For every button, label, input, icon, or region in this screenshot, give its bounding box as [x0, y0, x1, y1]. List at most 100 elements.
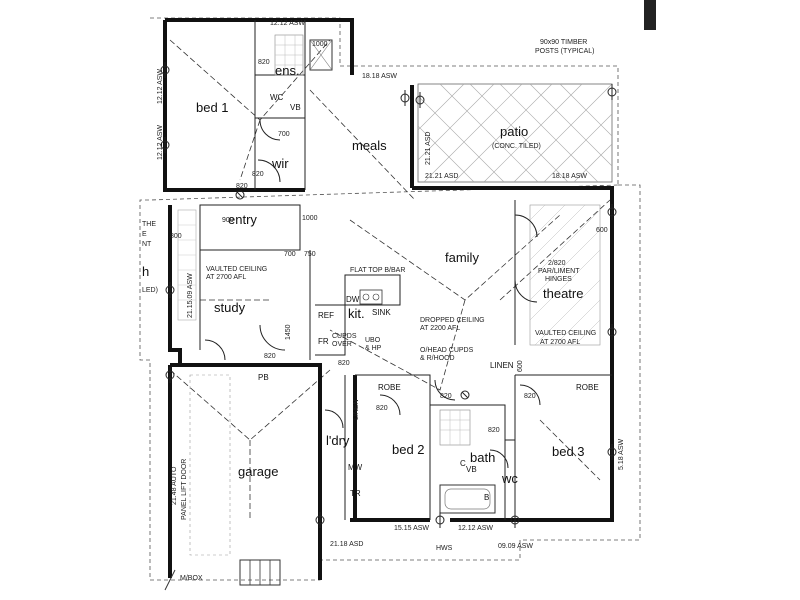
- note-garage-door-2: PANEL LIFT DOOR: [181, 459, 188, 520]
- note-study-ceiling-2: AT 2700 AFL: [206, 274, 246, 281]
- door-ldry: 820: [338, 360, 350, 367]
- note-side-e: E: [142, 231, 147, 238]
- door-ens: 820: [258, 59, 270, 66]
- note-side-nt: NT: [142, 241, 152, 248]
- door-bed3: 820: [524, 393, 536, 400]
- room-label-bath: bath: [470, 450, 495, 465]
- size-theatre: 600: [596, 227, 608, 234]
- size-study: 1450: [285, 324, 292, 340]
- note-theatre-ceiling-2: AT 2700 AFL: [540, 339, 580, 346]
- cooktop: [359, 289, 383, 305]
- asw-left-bed1-b: 12.12 ASW: [157, 125, 164, 160]
- room-label-study: study: [214, 300, 246, 315]
- room-label-kit: kit.: [348, 306, 365, 321]
- fixture-c: C: [460, 459, 466, 468]
- width-ens: 1000: [312, 41, 328, 48]
- room-label-patio: patio: [500, 124, 528, 139]
- asw-left-entry: 21.15.09 ASW: [187, 273, 194, 318]
- note-study-ceiling-1: VAULTED CEILING: [206, 266, 267, 273]
- note-side-led: LED): [142, 287, 158, 294]
- note-theatre-door-1: 2/820: [548, 260, 566, 267]
- fixture-b: B: [484, 493, 489, 502]
- room-label-wir: wir: [271, 156, 289, 171]
- door-wir: 820: [252, 171, 264, 178]
- patio-note: (CONC. TILED): [492, 143, 541, 150]
- size-theatre-2: 600: [517, 360, 524, 372]
- note-overhead-1: O/HEAD CUPDS: [420, 347, 474, 354]
- fixture-fr: FR: [318, 337, 329, 346]
- note-dropped-ceiling-1: DROPPED CEILING: [420, 317, 485, 324]
- door-bed1: 820: [236, 183, 248, 190]
- asw-bottom-ldry: 21.18 ASD: [330, 541, 363, 548]
- room-label-ldry: l'dry: [326, 433, 350, 448]
- asw-top-bed1: 12.12 ASW: [270, 20, 305, 27]
- width-wir: 700: [278, 131, 290, 138]
- fixture-ref: REF: [318, 311, 334, 320]
- fixture-vb: VB: [290, 103, 301, 112]
- size-side-door: 800: [170, 233, 182, 240]
- asw-left-bed1-a: 12.12 ASW: [157, 69, 164, 104]
- note-bar: FLAT TOP B/BAR: [350, 267, 405, 274]
- room-label-family: family: [445, 250, 479, 265]
- fixture-tr: TR: [350, 489, 361, 498]
- fixture-robe-2: ROBE: [576, 383, 599, 392]
- asw-meals-top: 18.18 ASW: [362, 73, 397, 80]
- note-msb: M/BOX: [180, 575, 203, 582]
- asw-patio-vertical: 21.21 ASD: [425, 132, 432, 165]
- note-timber-posts-2: POSTS (TYPICAL): [535, 48, 595, 55]
- garage-door: [164, 374, 281, 591]
- note-theatre-door-3: HINGES: [545, 276, 572, 283]
- fixture-robe: ROBE: [378, 383, 401, 392]
- note-side-the: THE: [142, 221, 156, 228]
- room-label-bed2: bed 2: [392, 442, 425, 457]
- note-dropped-ceiling-2: AT 2200 AFL: [420, 325, 460, 332]
- asw-patio-right: 18.18 ASW: [552, 173, 587, 180]
- door-swings: [204, 119, 541, 469]
- ensuite-tiles: [177, 34, 496, 514]
- note-cupds-2: OVER: [332, 341, 352, 348]
- note-hws: HWS: [436, 545, 453, 552]
- note-timber-posts-1: 90x90 TIMBER: [540, 39, 587, 46]
- size-entry-b: 1000: [302, 215, 318, 222]
- fixture-mw: MW: [348, 463, 363, 472]
- fixture-linen: LINEN: [353, 399, 360, 420]
- room-label-entry: entry: [228, 212, 257, 227]
- asw-patio-mid: 21.21 ASD: [425, 173, 458, 180]
- note-garage-door-1: 21.48 AUTO: [171, 466, 178, 505]
- fixture-wc: WC: [270, 93, 284, 102]
- fixture-pb: PB: [258, 373, 269, 382]
- fixture-sink: SINK: [372, 308, 391, 317]
- note-ubo-2: & HP: [365, 345, 382, 352]
- door-garage: 820: [264, 353, 276, 360]
- size-entry-d: 750: [304, 251, 316, 258]
- room-label-theatre: theatre: [543, 286, 583, 301]
- fixture-linen-2: LINEN: [490, 361, 514, 370]
- note-cupds-1: CUPDS: [332, 333, 357, 340]
- room-label-wc: wc: [501, 471, 518, 486]
- asw-bottom-bed2: 15.15 ASW: [394, 525, 429, 532]
- size-entry-a: 900: [222, 217, 234, 224]
- room-label-garage: garage: [238, 464, 278, 479]
- room-label-bed3: bed 3: [552, 444, 585, 459]
- door-wc: 820: [488, 427, 500, 434]
- asw-bottom-bed3: 09.09 ASW: [498, 543, 533, 550]
- note-ubo-1: UBO: [365, 337, 381, 344]
- theatre-carpet: [529, 204, 601, 346]
- room-label-ens: ens.: [275, 63, 300, 78]
- note-side-h: h: [142, 264, 149, 279]
- note-theatre-ceiling-1: VAULTED CEILING: [535, 330, 596, 337]
- door-bath: 820: [440, 393, 452, 400]
- note-overhead-2: & R/HOOD: [420, 355, 455, 362]
- asw-bottom-bath: 12.12 ASW: [458, 525, 493, 532]
- door-bed2: 820: [376, 405, 388, 412]
- interior-walls: [199, 20, 612, 520]
- corner-mark: [644, 0, 656, 30]
- fixture-dw: DW: [346, 295, 360, 304]
- fixture-vb-2: VB: [466, 465, 477, 474]
- size-entry-c: 700: [284, 251, 296, 258]
- room-label-meals: meals: [352, 138, 387, 153]
- timber-posts: [160, 62, 617, 528]
- patio-area: [417, 83, 613, 183]
- note-theatre-door-2: PAR/LIMENT: [538, 268, 580, 275]
